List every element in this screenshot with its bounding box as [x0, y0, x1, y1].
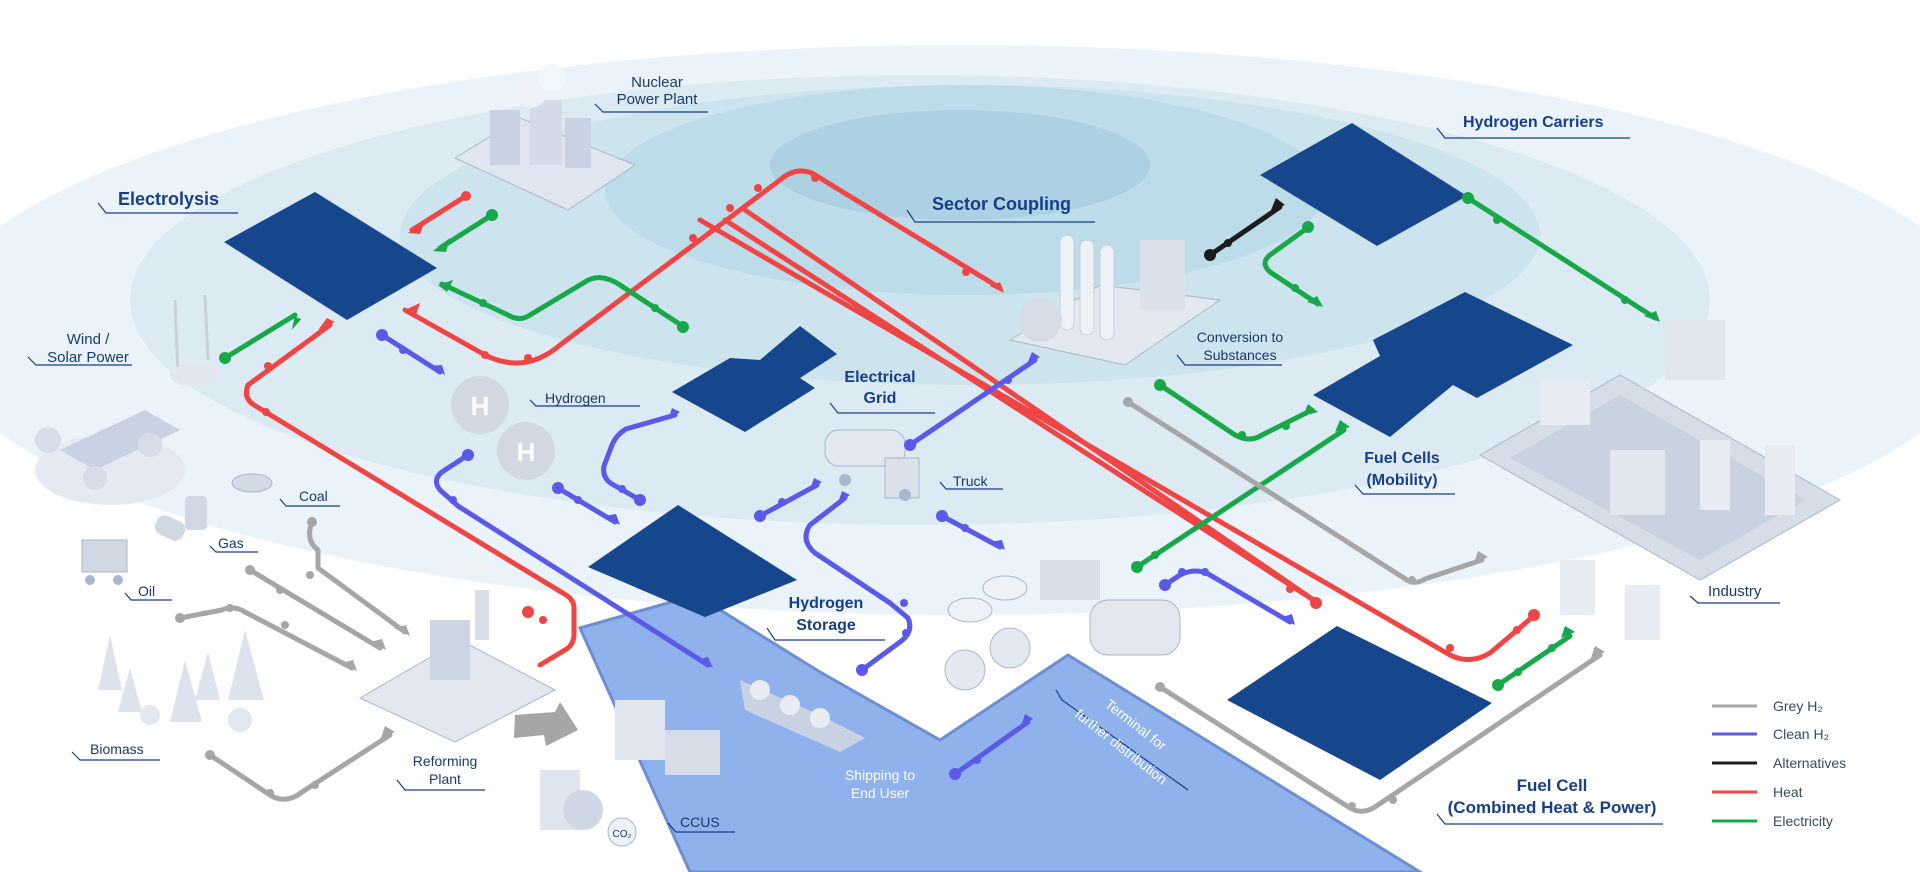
label-conversion-line1: Conversion to [1197, 329, 1284, 345]
reforming-plant-icon [358, 558, 557, 743]
grey-h2-to-industry [1125, 399, 1485, 585]
label-hydrogen-carriers: Hydrogen Carriers [1463, 114, 1604, 131]
clean-h2-storage-to-truck [757, 482, 820, 519]
label-ccus: CCUS [680, 814, 720, 830]
label-hydrogen-storage-line2: Storage [796, 617, 856, 634]
legend-label: Clean H₂ [1773, 726, 1829, 742]
label-nuclear-line2: Power Plant [617, 91, 699, 108]
label-fuel-cells-mobility-line2: (Mobility) [1366, 472, 1437, 489]
label-electrolysis: Electrolysis [118, 189, 219, 209]
hydrogen-storage-block [588, 505, 797, 617]
legend-label: Electricity [1773, 813, 1833, 829]
heat-lines [244, 168, 1538, 668]
electrical-grid-block [672, 326, 837, 432]
h-atom-1: H [471, 391, 490, 421]
label-nuclear-line1: Nuclear [631, 74, 683, 91]
alternatives-carriers [1207, 204, 1283, 258]
electricity-mobility [1157, 382, 1315, 442]
electricity-wind-to-electrolysis [222, 312, 298, 361]
heat-sector-coupling-main [402, 168, 1003, 366]
fuel-cells-mobility-block [1313, 292, 1573, 437]
label-fuel-cell-chp-line1: Fuel Cell [1517, 776, 1588, 795]
label-electrical-grid-line2: Grid [864, 390, 897, 407]
arrowheads [291, 198, 1660, 738]
label-hydrogen: Hydrogen [545, 390, 606, 406]
label-underlines [27, 103, 1780, 833]
hydrogen-carriers-block [1260, 123, 1467, 246]
label-oil: Oil [138, 583, 155, 599]
grey-h2-gas [247, 567, 383, 651]
clean-h2-hydrogen-to-water [434, 452, 711, 668]
legend-item-clean-h2: Clean H₂ [1712, 726, 1829, 742]
blocks [224, 123, 1573, 780]
alternatives-lines [1207, 204, 1283, 258]
label-fuel-cells-mobility-line1: Fuel Cells [1364, 450, 1440, 467]
labels: Electrolysis Nuclear Power Plant Sector … [47, 74, 1762, 840]
label-fuel-cell-chp-line2: (Combined Heat & Power) [1448, 798, 1657, 817]
label-co2: CO₂ [613, 829, 632, 840]
label-industry: Industry [1708, 583, 1762, 600]
gas-icon [154, 496, 207, 541]
electrolysis-block [224, 192, 437, 320]
arrow-to-ccus-icon [514, 702, 578, 746]
h-atom-2: H [517, 437, 536, 467]
label-hydrogen-storage-line1: Hydrogen [789, 595, 864, 612]
clean-h2-water-shipping [952, 719, 1031, 777]
label-reforming-line1: Reforming [413, 753, 478, 769]
electricity-storage-to-fuelcell [1134, 427, 1347, 570]
label-sector-coupling: Sector Coupling [932, 194, 1071, 214]
heat-to-ccus-offshoot [722, 217, 1321, 606]
ship-icon [740, 680, 865, 752]
legend-label: Heat [1773, 784, 1803, 800]
heat-wind-to-electrolysis [244, 322, 577, 668]
label-shipping-line1: Shipping to [845, 767, 915, 783]
wind-solar-icon [35, 294, 220, 505]
electricity-to-chp [1495, 633, 1573, 688]
electricity-grid-loop [439, 275, 687, 330]
truck-icon [824, 429, 920, 501]
legend-item-heat: Heat [1712, 784, 1803, 800]
legend-item-electricity: Electricity [1712, 813, 1833, 829]
clean-h2-truck-to-terminal [939, 513, 1003, 550]
label-shipping-line2: End User [851, 785, 910, 801]
legend-item-alternatives: Alternatives [1712, 755, 1846, 771]
label-truck: Truck [953, 473, 988, 489]
oil-icon [81, 539, 128, 585]
legend-label: Alternatives [1773, 755, 1846, 771]
label-reforming-line2: Plant [429, 771, 461, 787]
legend: Grey H₂ Clean H₂ Alternatives Heat Elect… [1712, 698, 1846, 829]
industry-icon [1478, 320, 1842, 640]
clean-h2-to-grid [601, 412, 678, 503]
label-wind-line1: Wind / [67, 331, 110, 348]
label-biomass: Biomass [90, 741, 144, 757]
biomass-icon [98, 630, 264, 732]
clean-h2-truck-to-industry [907, 357, 1038, 448]
label-wind-line2: Solar Power [47, 349, 129, 366]
pipeline-dots [175, 174, 1629, 810]
label-electrical-grid-line1: Electrical [844, 369, 915, 386]
hydrogen-molecule-icon: H H [451, 376, 555, 480]
legend-item-grey-h2: Grey H₂ [1712, 698, 1823, 714]
electricity-carriers-loop [1262, 223, 1321, 307]
heat-to-chp [742, 207, 1321, 606]
terminal-tanks-icon [944, 560, 1181, 691]
label-coal: Coal [299, 488, 328, 504]
legend-label: Grey H₂ [1773, 698, 1823, 714]
fuel-cell-chp-block [1227, 626, 1492, 780]
label-conversion-line2: Substances [1203, 347, 1276, 363]
ccus-icon [540, 700, 720, 847]
conversion-plant-icon [1008, 234, 1222, 366]
clean-h2-electrolysis-to-hydrogen [379, 332, 443, 375]
coal-icon [231, 473, 273, 493]
label-gas: Gas [218, 535, 244, 551]
heat-to-industry-long [697, 217, 1538, 662]
nuclear-plant-icon [453, 64, 637, 211]
